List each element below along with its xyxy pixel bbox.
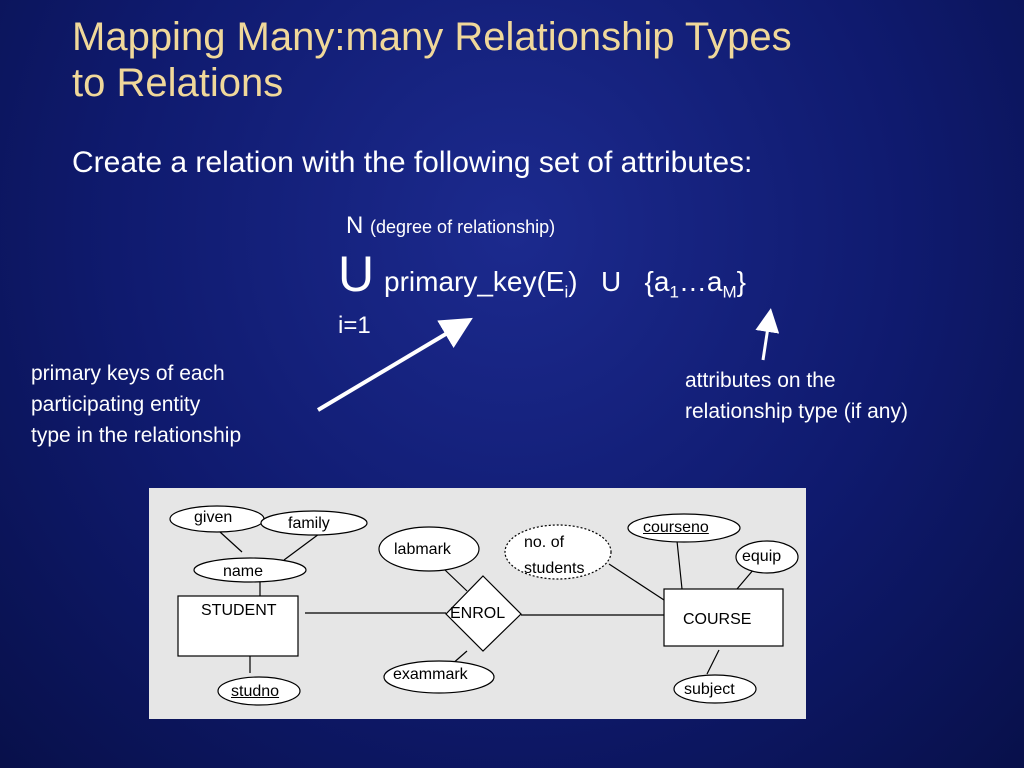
annotation-primary-keys: primary keys of each participating entit…	[31, 358, 241, 451]
course-entity-label: COURSE	[683, 611, 752, 628]
upper-limit-n: N	[346, 212, 364, 239]
enrol-relationship-label: ENROL	[450, 605, 506, 622]
no-of-students-attribute-oval	[504, 524, 612, 580]
pk-close: )	[568, 266, 578, 297]
no-of-students-attribute-label-line2: students	[524, 560, 585, 577]
attr-close: }	[736, 266, 747, 297]
edge-noofstudents-course	[608, 563, 665, 601]
arrow-right	[755, 308, 780, 361]
attr-open: {a	[644, 266, 670, 297]
arrow-left	[316, 317, 473, 412]
annotation-relationship-attributes: attributes on the relationship type (if …	[685, 365, 908, 427]
given-attribute-label: given	[194, 509, 233, 526]
labmark-attribute-oval	[378, 526, 480, 572]
pk-text: primary_key(E	[384, 266, 565, 297]
exammark-attribute-label: exammark	[393, 666, 468, 683]
edge-courseno-course	[676, 540, 683, 590]
labmark-attribute-label: labmark	[394, 541, 451, 558]
student-entity-label: STUDENT	[201, 602, 277, 619]
subtitle: Create a relation with the following set…	[72, 146, 753, 179]
courseno-attribute-oval	[627, 513, 741, 543]
formula-expression: primary_key(Ei) U {a1…aM}	[384, 266, 746, 303]
title-line-2: to Relations	[72, 61, 284, 105]
family-attribute-oval	[260, 510, 368, 536]
exammark-attribute-oval	[383, 660, 495, 694]
upper-limit-note: (degree of relationship)	[370, 217, 556, 237]
name-attribute-oval	[193, 557, 307, 583]
formula-lower-limit: i=1	[338, 312, 371, 339]
subject-attribute-oval	[673, 674, 757, 704]
studno-attribute-label: studno	[231, 683, 280, 700]
equip-attribute-oval	[735, 540, 799, 574]
pk-subscript: i	[564, 282, 569, 302]
union-operator: U	[600, 266, 622, 297]
annotation-left-line: type in the relationship	[31, 424, 242, 447]
attr-mid: …a	[678, 266, 723, 297]
equip-attribute-label: equip	[742, 548, 782, 565]
enrol-relationship-diamond	[445, 575, 522, 652]
no-of-students-attribute-label-line1: no. of	[524, 534, 565, 551]
course-entity-box	[663, 588, 784, 647]
attr-sub-m: M	[722, 282, 737, 302]
attr-sub-1: 1	[669, 282, 679, 302]
edge-family-name	[283, 533, 320, 561]
er-diagram-shapes	[169, 505, 799, 706]
annotation-right-line: relationship type (if any)	[685, 400, 908, 423]
er-diagram: STUDENT COURSE ENROL given family name s…	[149, 488, 806, 719]
family-attribute-label: family	[288, 515, 330, 532]
annotation-left-line: participating entity	[31, 393, 201, 416]
title-line-1: Mapping Many:many Relationship Types	[72, 15, 792, 59]
name-attribute-label: name	[223, 563, 264, 580]
edge-labmark-enrol	[444, 569, 468, 592]
studno-attribute-oval	[217, 676, 301, 706]
subject-attribute-label: subject	[684, 681, 735, 698]
student-entity-box	[177, 595, 299, 657]
annotation-left-line: primary keys of each	[31, 362, 225, 385]
slide-title: Mapping Many:many Relationship Types to …	[72, 14, 792, 106]
annotation-right-line: attributes on the	[685, 369, 836, 392]
formula-upper-limit: N (degree of relationship)	[346, 212, 555, 240]
edge-given-name	[219, 531, 243, 553]
courseno-attribute-label: courseno	[643, 519, 709, 536]
edge-equip-course	[736, 568, 755, 590]
edge-course-subject	[706, 649, 720, 675]
union-symbol: U	[338, 246, 375, 302]
